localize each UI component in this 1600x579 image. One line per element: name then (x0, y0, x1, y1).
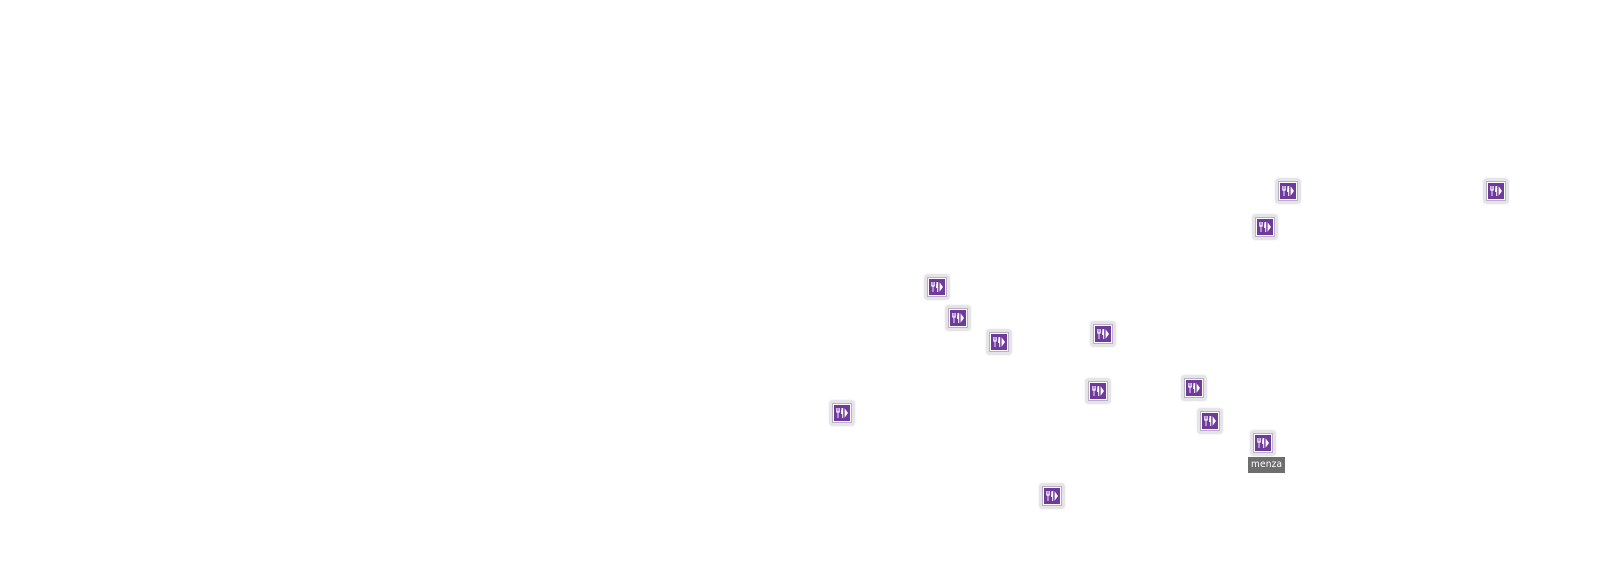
restaurant-icon (834, 405, 850, 421)
restaurant-icon (1488, 183, 1504, 199)
restaurant-marker[interactable] (1040, 484, 1064, 508)
poi-label-menza[interactable]: menza (1248, 457, 1286, 473)
restaurant-marker[interactable] (1484, 179, 1508, 203)
restaurant-marker[interactable] (946, 306, 970, 330)
restaurant-icon (1090, 383, 1106, 399)
restaurant-icon (1202, 413, 1218, 429)
restaurant-icon (1257, 219, 1273, 235)
restaurant-marker[interactable] (925, 275, 949, 299)
restaurant-icon (929, 279, 945, 295)
restaurant-icon (950, 310, 966, 326)
restaurant-marker[interactable] (1251, 431, 1275, 455)
restaurant-icon (1095, 326, 1111, 342)
restaurant-marker[interactable] (830, 401, 854, 425)
restaurant-icon (1280, 183, 1296, 199)
restaurant-marker[interactable] (1182, 376, 1206, 400)
restaurant-marker[interactable] (1198, 409, 1222, 433)
restaurant-icon (1044, 488, 1060, 504)
restaurant-marker[interactable] (1091, 322, 1115, 346)
restaurant-marker[interactable] (1086, 379, 1110, 403)
restaurant-marker[interactable] (1276, 179, 1300, 203)
restaurant-marker[interactable] (987, 330, 1011, 354)
restaurant-icon (1186, 380, 1202, 396)
restaurant-icon (1255, 435, 1271, 451)
restaurant-icon (991, 334, 1007, 350)
restaurant-marker[interactable] (1253, 215, 1277, 239)
